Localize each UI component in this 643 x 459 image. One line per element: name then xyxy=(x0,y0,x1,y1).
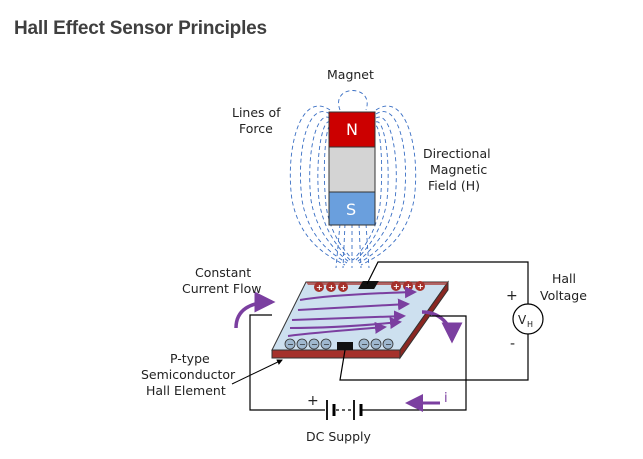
page-title: Hall Effect Sensor Principles xyxy=(14,18,267,39)
supply-plus-sign: + xyxy=(307,393,319,409)
magnet: N S xyxy=(328,111,376,226)
svg-text:+: + xyxy=(316,283,323,292)
directional-field-label-3: Field (H) xyxy=(428,178,480,193)
field-lines xyxy=(289,90,417,269)
svg-text:−: − xyxy=(287,340,294,349)
current-i-label: i xyxy=(444,391,448,406)
directional-field-label-2: Magnetic xyxy=(430,162,487,177)
magnet-south-pole xyxy=(328,191,376,226)
magnet-body xyxy=(328,146,376,193)
svg-text:+: + xyxy=(417,282,424,291)
hall-element-pointer xyxy=(231,359,283,385)
svg-text:−: − xyxy=(323,340,330,349)
hall-voltage-label-2: Voltage xyxy=(540,288,587,303)
svg-text:+: + xyxy=(340,283,347,292)
south-label: S xyxy=(346,200,356,219)
voltmeter-subscript: H xyxy=(527,320,533,329)
constant-current-label-1: Constant xyxy=(195,265,251,280)
plate-current-arrows xyxy=(287,286,417,337)
voltmeter xyxy=(512,303,544,335)
svg-text:−: − xyxy=(361,340,368,349)
svg-text:−: − xyxy=(373,340,380,349)
hall-minus-sign: - xyxy=(510,336,515,352)
hall-voltage-label-1: Hall xyxy=(552,271,576,286)
lines-of-force-label-2: Force xyxy=(239,121,273,136)
hall-voltage-circuit xyxy=(339,261,529,381)
lines-of-force-label-1: Lines of xyxy=(232,105,281,120)
magnet-north-pole xyxy=(328,111,376,148)
voltmeter-symbol: V xyxy=(518,313,527,327)
bottom-contact xyxy=(337,342,353,350)
svg-text:+: + xyxy=(405,282,412,291)
north-label: N xyxy=(346,120,358,139)
negative-charges: − − − − − − − xyxy=(284,338,394,350)
svg-text:+: + xyxy=(393,282,400,291)
svg-text:−: − xyxy=(311,340,318,349)
hall-element-label-3: Hall Element xyxy=(146,383,226,398)
svg-text:−: − xyxy=(299,340,306,349)
magnet-label: Magnet xyxy=(327,67,374,82)
svg-text:−: − xyxy=(385,340,392,349)
current-out-arrow xyxy=(421,310,463,344)
hall-element-label-2: Semiconductor xyxy=(141,367,236,382)
hall-plate: + + + + + + − − − − − − − xyxy=(271,280,449,360)
dc-supply-label: DC Supply xyxy=(306,429,372,444)
hall-element-label-1: P-type xyxy=(170,351,210,366)
svg-text:+: + xyxy=(328,283,335,292)
top-contact xyxy=(358,281,379,289)
directional-field-label-1: Directional xyxy=(423,146,491,161)
constant-current-label-2: Current Flow xyxy=(182,281,261,296)
hall-plus-sign: + xyxy=(506,288,518,304)
current-in-arrow xyxy=(234,291,276,329)
